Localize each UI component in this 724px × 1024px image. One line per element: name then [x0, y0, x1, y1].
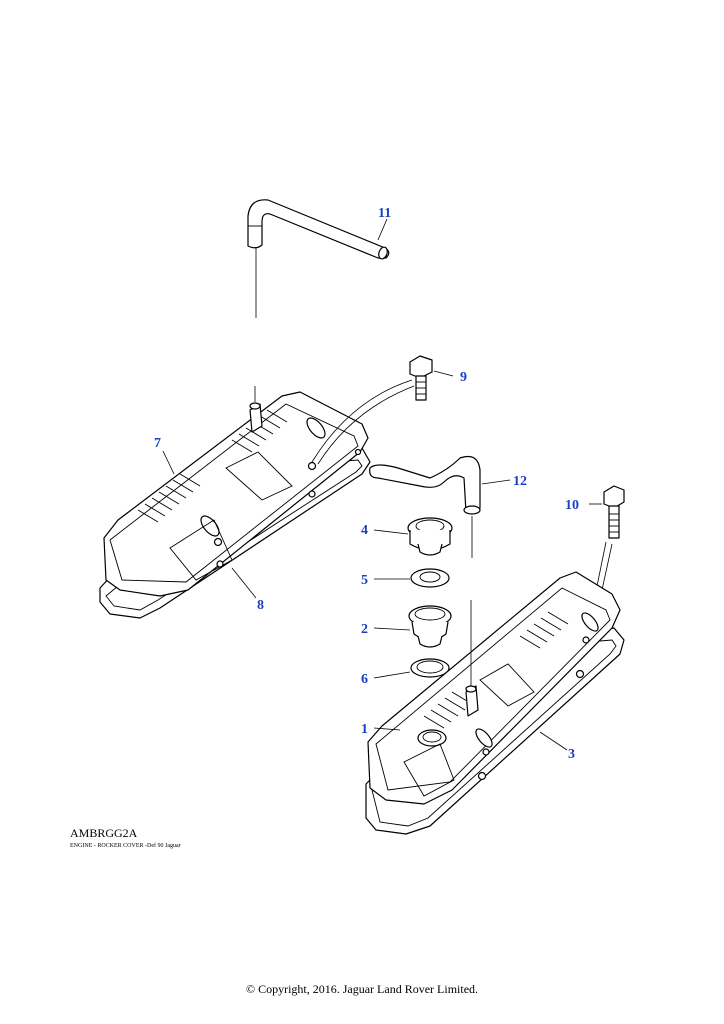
- leader-lines: [162, 218, 602, 751]
- hose-part-12: [369, 455, 481, 558]
- copyright-footer: © Copyright, 2016. Jaguar Land Rover Lim…: [245, 982, 479, 996]
- callout-6: 6: [361, 672, 368, 687]
- callout-4: 4: [361, 523, 368, 538]
- callout-10: 10: [565, 498, 579, 513]
- callout-3: 3: [568, 747, 575, 762]
- seal-part-6: [410, 658, 450, 678]
- callout-7: 7: [154, 436, 161, 451]
- callout-8: 8: [257, 598, 264, 613]
- callout-12: 12: [513, 474, 527, 489]
- callout-2: 2: [361, 622, 368, 637]
- figure-caption: ENGINE - ROCKER COVER -Def 90 Jaguar: [70, 843, 181, 849]
- callout-11: 11: [378, 206, 391, 221]
- callout-5: 5: [361, 573, 368, 588]
- figure-code: AMBRGG2A: [70, 826, 138, 840]
- filler-cap-part-4: [407, 517, 453, 556]
- seal-part-5: [410, 568, 450, 588]
- callout-9: 9: [460, 370, 467, 385]
- rocker-cover-left-part-7: [99, 386, 371, 619]
- bolt-part-9: [311, 355, 433, 465]
- callouts: 1 2 3 4 5 6 7 8 9 10 11 12: [154, 206, 579, 762]
- callout-1: 1: [361, 722, 368, 737]
- breather-hose-part-11: [247, 199, 390, 318]
- adaptor-part-2: [408, 605, 452, 648]
- rocker-cover-right-part-1: [365, 571, 625, 835]
